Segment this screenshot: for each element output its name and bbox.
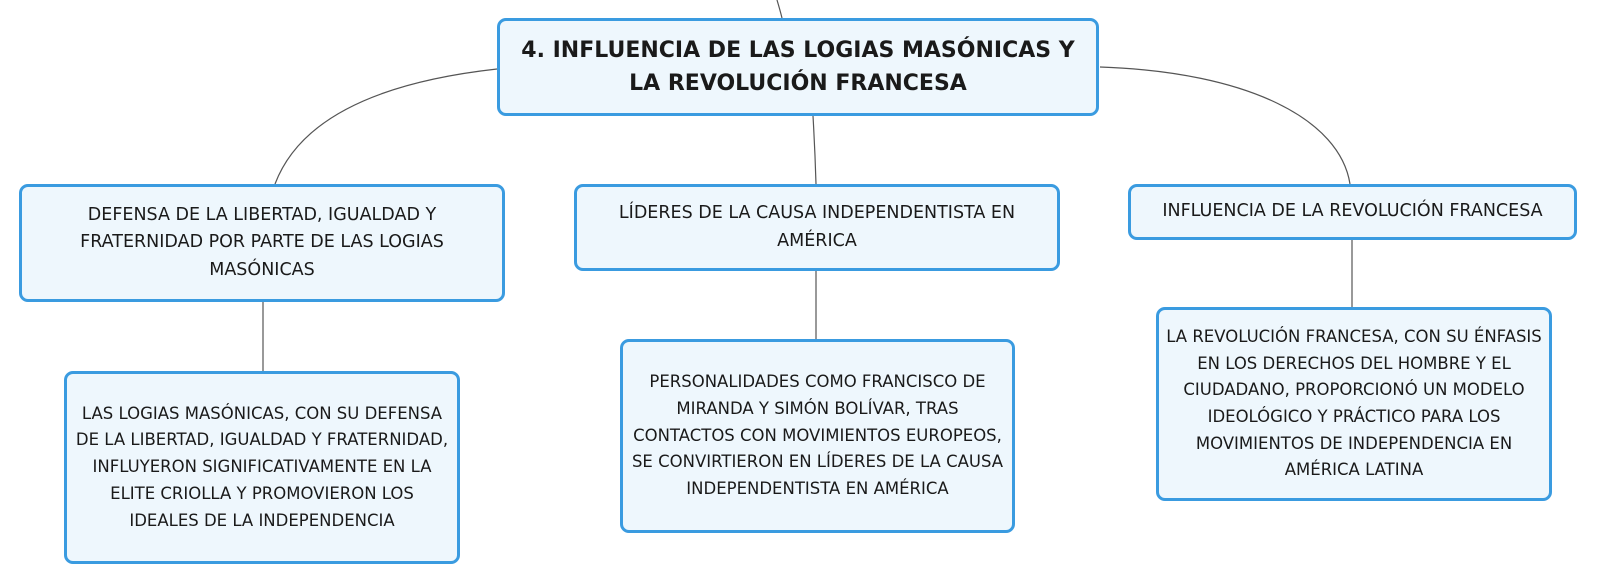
- branch-node-revolucion[interactable]: INFLUENCIA DE LA REVOLUCIÓN FRANCESA: [1128, 184, 1577, 240]
- detail-text-libertad: LAS LOGIAS MASÓNICAS, CON SU DEFENSA DE …: [75, 403, 449, 530]
- connector-root-branch-3: [1099, 66, 1351, 185]
- root-topic-label: 4. INFLUENCIA DE LAS LOGIAS MASÓNICAS Y …: [521, 38, 1075, 96]
- detail-text-lideres: PERSONALIDADES COMO FRANCISCO DE MIRANDA…: [631, 372, 1004, 499]
- connector-root-branch-2: [812, 115, 817, 185]
- branch-label-lideres: LÍDERES DE LA CAUSA INDEPENDENTISTA EN A…: [618, 203, 1016, 251]
- connector-root-branch-1: [274, 68, 498, 185]
- branch-node-lideres[interactable]: LÍDERES DE LA CAUSA INDEPENDENTISTA EN A…: [574, 184, 1060, 271]
- detail-node-lideres[interactable]: PERSONALIDADES COMO FRANCISCO DE MIRANDA…: [620, 339, 1015, 533]
- branch-label-revolucion: INFLUENCIA DE LA REVOLUCIÓN FRANCESA: [1162, 201, 1543, 222]
- branch-node-libertad[interactable]: DEFENSA DE LA LIBERTAD, IGUALDAD Y FRATE…: [19, 184, 505, 302]
- root-topic-node[interactable]: 4. INFLUENCIA DE LAS LOGIAS MASÓNICAS Y …: [497, 18, 1099, 116]
- detail-text-revolucion: LA REVOLUCIÓN FRANCESA, CON SU ÉNFASIS E…: [1166, 326, 1542, 480]
- detail-node-revolucion[interactable]: LA REVOLUCIÓN FRANCESA, CON SU ÉNFASIS E…: [1156, 307, 1552, 501]
- branch-label-libertad: DEFENSA DE LA LIBERTAD, IGUALDAD Y FRATE…: [80, 205, 444, 280]
- detail-node-libertad[interactable]: LAS LOGIAS MASÓNICAS, CON SU DEFENSA DE …: [64, 371, 460, 564]
- connector-incoming-root: [776, 0, 783, 19]
